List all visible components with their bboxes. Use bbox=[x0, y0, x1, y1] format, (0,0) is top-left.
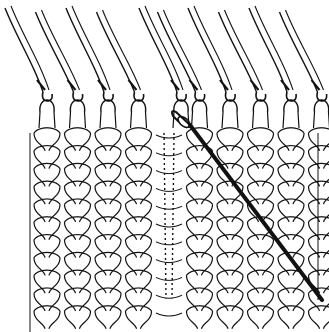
stitch-loop bbox=[95, 306, 121, 329]
ladder-rung bbox=[156, 295, 182, 298]
needle-shaft bbox=[139, 8, 177, 92]
needle-shaft bbox=[188, 8, 226, 92]
dropped-stitch-ladder bbox=[164, 133, 174, 299]
ladder-rung bbox=[156, 277, 182, 280]
needle bbox=[219, 10, 269, 128]
needle-shaft bbox=[42, 10, 80, 90]
ladder-rung bbox=[156, 260, 182, 263]
needle bbox=[158, 10, 208, 128]
stitch-loop bbox=[187, 306, 213, 329]
needle-shaft bbox=[66, 8, 104, 92]
needle-shaft bbox=[11, 6, 49, 90]
needle-loop bbox=[314, 112, 329, 128]
tool-loop bbox=[176, 114, 192, 129]
needle-loop bbox=[192, 112, 208, 128]
needle bbox=[97, 10, 147, 128]
ladder-rung bbox=[156, 135, 182, 138]
knitted-fabric bbox=[30, 128, 329, 332]
needle-loop bbox=[100, 112, 116, 128]
needle bbox=[280, 10, 329, 128]
needle-loop bbox=[222, 112, 238, 128]
ladder-rung bbox=[156, 188, 182, 191]
needle-shaft bbox=[5, 8, 43, 92]
stitch-loop bbox=[217, 306, 243, 329]
ladder-dots bbox=[164, 133, 166, 299]
stitch-loop bbox=[34, 306, 60, 329]
needle-shaft bbox=[194, 6, 232, 90]
machine-needles bbox=[5, 6, 329, 128]
needle-shaft bbox=[103, 10, 141, 90]
needle-shaft bbox=[286, 10, 324, 90]
tool-hook bbox=[172, 111, 190, 125]
ladder-rung bbox=[156, 153, 182, 156]
needle-loop bbox=[131, 112, 147, 128]
ladder-dots bbox=[172, 133, 174, 299]
needle bbox=[139, 6, 189, 128]
ladder-rung bbox=[156, 242, 182, 245]
ladder-rung bbox=[156, 171, 182, 174]
needle-loop bbox=[253, 112, 269, 128]
ladder-rung bbox=[156, 224, 182, 227]
stitch-loop bbox=[126, 306, 152, 329]
stitch-loop bbox=[278, 306, 304, 329]
needle-shaft bbox=[72, 6, 110, 90]
ladder-rung bbox=[156, 313, 182, 316]
needle bbox=[36, 10, 86, 128]
needle-shaft bbox=[255, 6, 293, 90]
needle-shaft bbox=[145, 6, 183, 90]
needle-shaft bbox=[225, 10, 263, 90]
ladder-rung bbox=[156, 206, 182, 209]
needle-loop bbox=[283, 112, 299, 128]
stitch-loop bbox=[248, 306, 274, 329]
needle-shaft bbox=[249, 8, 287, 92]
needle-loop bbox=[70, 112, 86, 128]
needle-loop bbox=[39, 112, 55, 128]
stitch-loop bbox=[65, 306, 91, 329]
needle-shaft bbox=[164, 10, 202, 90]
